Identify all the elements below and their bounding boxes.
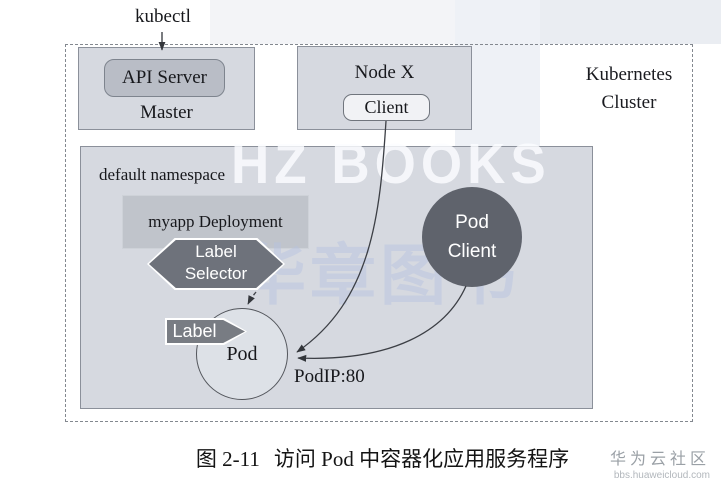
kubectl-label: kubectl bbox=[135, 6, 191, 27]
label-selector-hexagon-fill bbox=[149, 240, 283, 288]
label-tag-text: Label bbox=[172, 321, 217, 341]
node-x-label: Node X bbox=[354, 62, 415, 83]
community-site: bbs.huaweicloud.com bbox=[613, 470, 710, 481]
figure-title: 访问 Pod 中容器化应用服务程序 bbox=[273, 447, 570, 471]
cluster-label-line1: Kubernetes bbox=[585, 64, 673, 85]
kubernetes-cluster-boundary bbox=[65, 44, 693, 422]
pod-client-line2: Client bbox=[447, 241, 497, 262]
label-selector-line1: Label bbox=[195, 242, 237, 261]
node-x-box: Node X Client bbox=[297, 46, 472, 130]
scan-tint-band bbox=[210, 0, 455, 44]
community-name: 华为云社区 bbox=[609, 451, 710, 468]
kubernetes-cluster-label: Kubernetes Cluster bbox=[563, 61, 695, 117]
label-selector-hexagon: Label Selector bbox=[147, 238, 285, 290]
master-node-box: API Server Master bbox=[78, 47, 255, 130]
label-tag: Label bbox=[165, 318, 247, 345]
figure-caption: 图 2-11 访问 Pod 中容器化应用服务程序 bbox=[160, 443, 605, 473]
cluster-label-line2: Cluster bbox=[601, 92, 657, 113]
source-attribution: 华为云社区 bbs.huaweicloud.com bbox=[592, 445, 710, 481]
client-box: Client bbox=[343, 94, 430, 121]
pod-client-line1: Pod bbox=[455, 212, 489, 233]
namespace-label: default namespace bbox=[99, 165, 226, 184]
label-selector-text: Label Selector bbox=[147, 241, 285, 285]
label-selector-line2: Selector bbox=[184, 264, 248, 283]
master-label: Master bbox=[140, 102, 193, 123]
scan-tint-band bbox=[540, 0, 721, 44]
api-server-box: API Server bbox=[104, 59, 225, 97]
label-tag-fill bbox=[167, 320, 245, 343]
pod-ip-label: PodIP:80 bbox=[294, 366, 365, 387]
pod-label: Pod bbox=[226, 342, 258, 365]
pod-client-circle: Pod Client bbox=[422, 187, 522, 287]
figure-number: 图 2-11 bbox=[195, 447, 260, 471]
